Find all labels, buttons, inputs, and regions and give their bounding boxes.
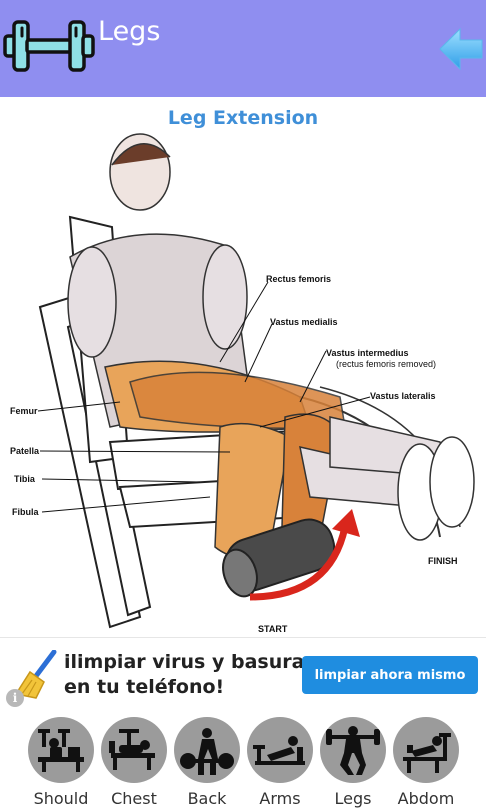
nav-label: Back [187,789,227,808]
label-vastus-intermedius: Vastus intermedius [326,348,409,358]
broom-icon [14,649,60,700]
label-vastus-lateralis: Vastus lateralis [370,391,436,401]
label-vastus-intermedius-note: (rectus femoris removed) [336,359,437,369]
label-start: START [258,624,288,634]
nav-item-chest[interactable]: Chest [101,717,167,809]
abdominal-exercise-icon [393,717,459,783]
label-tibia: Tibia [14,474,35,484]
arms-exercise-icon [247,717,313,783]
back-exercise-icon [174,717,240,783]
nav-label: Arms [259,789,301,808]
shoulder-exercise-icon [28,717,94,783]
nav-label: Chest [111,789,157,808]
label-fibula: Fibula [12,507,39,517]
nav-item-abdominals[interactable]: Abdom [393,717,459,809]
page-title: Legs [98,16,161,47]
ad-cta-button[interactable]: limpiar ahora mismo [302,656,478,694]
exercise-title: Leg Extension [167,107,319,129]
nav-label: Abdom [397,789,455,808]
dumbbell-icon [2,14,96,78]
exercise-content: Leg Extension Rectus femoris Vastus medi… [0,97,486,637]
legs-exercise-icon [320,717,386,783]
ad-banner[interactable]: ilimpiar virus y basura en tu teléfono! … [0,637,486,711]
nav-label: Should [33,789,89,808]
app-header: Legs [0,0,486,97]
bottom-nav: Should Chest [0,711,486,810]
info-icon[interactable]: i [6,689,24,707]
leg-extension-illustration [37,133,475,629]
ad-line-1: ilimpiar virus y basura [64,651,305,673]
nav-label: Legs [334,789,372,808]
nav-item-back[interactable]: Back [174,717,240,809]
ad-line-2: en tu teléfono! [64,676,225,698]
arrow-left-icon [439,27,483,71]
nav-item-legs[interactable]: Legs [320,717,386,809]
nav-item-arms[interactable]: Arms [247,717,313,809]
nav-item-shoulders[interactable]: Should [28,717,94,809]
chest-exercise-icon [101,717,167,783]
label-patella: Patella [10,446,40,456]
label-rectus-femoris: Rectus femoris [266,274,332,284]
label-finish: FINISH [428,556,458,566]
label-vastus-medialis: Vastus medialis [270,317,338,327]
label-femur: Femur [10,406,38,416]
ad-text: ilimpiar virus y basura en tu teléfono! [64,650,304,700]
back-button[interactable] [438,26,484,72]
